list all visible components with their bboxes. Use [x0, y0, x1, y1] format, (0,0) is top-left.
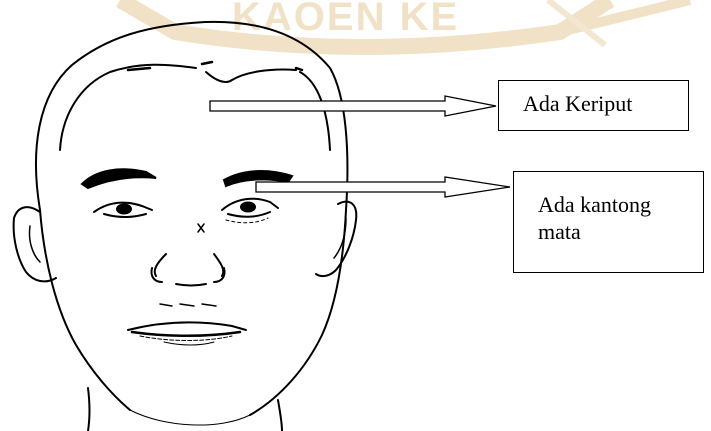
arrow-eye-bags: [256, 177, 510, 197]
ears: [14, 202, 357, 282]
watermark-text: KAOEN KE: [232, 0, 459, 39]
nose: [151, 224, 224, 286]
callout-box-eye-bags: Ada kantong mata: [513, 171, 704, 273]
callout-label-wrinkle: Ada Keriput: [523, 90, 688, 117]
eyes: [94, 199, 278, 223]
arrow-wrinkle: [210, 96, 496, 116]
head-outline: [36, 22, 347, 425]
mouth: [128, 304, 246, 345]
watermark-seal: KAOEN KE: [120, 0, 690, 47]
callout-label-eye-bags-line2: mata: [538, 218, 703, 245]
callout-label-eye-bags-line1: Ada kantong: [538, 191, 703, 218]
callout-box-wrinkle: Ada Keriput: [498, 80, 689, 131]
